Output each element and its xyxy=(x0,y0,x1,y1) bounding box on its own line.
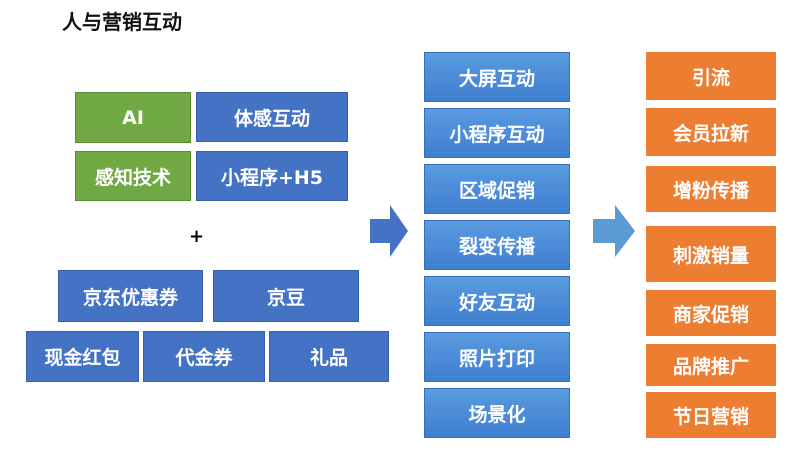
interaction-regional-promo: 区域促销 xyxy=(424,164,570,214)
interaction-friends: 好友互动 xyxy=(424,276,570,326)
outcome-festival: 节日营销 xyxy=(646,392,776,438)
tech-motion-sensing: 体感互动 xyxy=(196,92,348,142)
incentive-cash: 现金红包 xyxy=(26,331,139,382)
incentive-voucher: 代金券 xyxy=(143,331,265,382)
outcome-merchant-promo: 商家促销 xyxy=(646,290,776,336)
incentive-gift: 礼品 xyxy=(269,331,389,382)
tech-ai: AI xyxy=(75,92,191,143)
outcome-brand: 品牌推广 xyxy=(646,344,776,386)
incentive-coupon: 京东优惠券 xyxy=(58,270,203,322)
arrow-right-icon xyxy=(370,205,408,257)
outcome-membership: 会员拉新 xyxy=(646,108,776,156)
tech-miniprogram-h5: 小程序+H5 xyxy=(196,151,348,201)
interaction-big-screen: 大屏互动 xyxy=(424,52,570,102)
interaction-scenario: 场景化 xyxy=(424,388,570,438)
interaction-photo-print: 照片打印 xyxy=(424,332,570,382)
arrow-right-icon xyxy=(593,205,635,257)
outcome-traffic: 引流 xyxy=(646,52,776,100)
incentive-jingdou: 京豆 xyxy=(213,270,359,322)
tech-perception: 感知技术 xyxy=(75,151,191,201)
interaction-viral: 裂变传播 xyxy=(424,220,570,270)
outcome-followers: 增粉传播 xyxy=(646,166,776,212)
outcome-sales: 刺激销量 xyxy=(646,226,776,282)
plus-sign: + xyxy=(189,226,205,247)
diagram-title: 人与营销互动 xyxy=(62,10,182,34)
interaction-miniprogram: 小程序互动 xyxy=(424,108,570,158)
